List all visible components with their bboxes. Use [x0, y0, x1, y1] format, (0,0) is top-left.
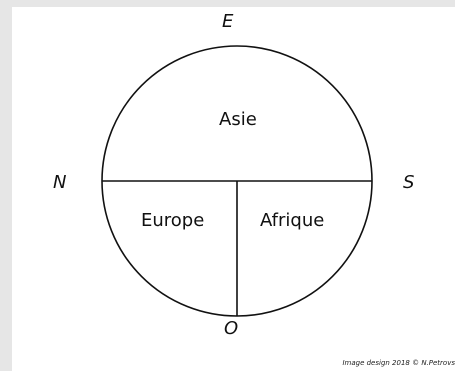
compass-label-east: E [222, 11, 234, 32]
diagram-panel: E N S O Asie Europe Afrique Image design… [12, 7, 455, 371]
credit-text: Image design 2018 © N.Petrovs [342, 359, 455, 367]
compass-label-west: O [224, 318, 239, 339]
compass-label-south: S [403, 172, 415, 193]
region-label-asia: Asie [219, 109, 257, 130]
t-o-map-diagram [101, 45, 373, 317]
region-label-africa: Afrique [260, 210, 325, 231]
region-label-europe: Europe [141, 210, 205, 231]
compass-label-north: N [53, 172, 67, 193]
